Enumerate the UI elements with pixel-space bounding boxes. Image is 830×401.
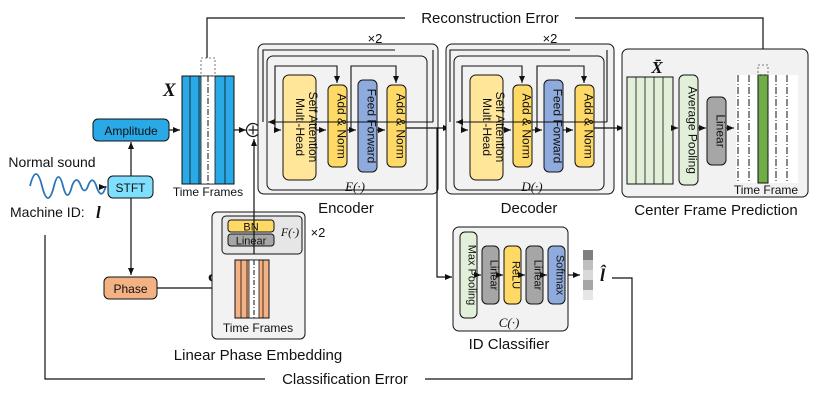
svg-text:×2: ×2 [368,31,383,46]
svg-text:Multi-Head: Multi-Head [480,98,494,156]
svg-text:Feed Forward: Feed Forward [551,89,565,164]
svg-text:×2: ×2 [543,31,558,46]
svg-text:Feed Forward: Feed Forward [365,89,379,164]
encoder-title: Encoder [318,200,374,217]
linear-f-label: Linear [236,236,267,248]
encoder-block: ×2 Multi-Head Self Attention Add & Norm … [257,31,439,195]
svg-text:X̄: X̄ [650,58,663,77]
id-classifier-title: ID Classifier [469,336,550,353]
amplitude-block: Amplitude [92,118,170,142]
input-section: Normal sound Machine ID: l [8,154,107,222]
svg-text:Add & Norm: Add & Norm [520,93,534,158]
svg-text:Time Frames: Time Frames [223,321,293,335]
svg-text:Max Pooling: Max Pooling [466,245,478,306]
svg-text:Time Frame: Time Frame [734,183,799,197]
svg-text:Add & Norm: Add & Norm [335,93,349,158]
svg-text:STFT: STFT [116,181,147,195]
normal-sound-label: Normal sound [8,154,95,170]
svg-text:Add & Norm: Add & Norm [582,93,596,158]
svg-text:Amplitude: Amplitude [104,124,158,138]
svg-text:C(·): C(·) [499,315,520,330]
svg-text:Phase: Phase [113,282,147,296]
svg-text:Average Pooling: Average Pooling [686,86,700,174]
bn-label: BN [243,222,258,234]
classification-error-path: Classification Error [44,235,633,388]
waveform-icon [29,173,107,199]
svg-text:×2: ×2 [311,225,326,240]
decoder-block: ×2 Multi-Head Self Attention Add & Norm … [445,31,615,195]
reconstruction-error-label: Reconstruction Error [421,10,559,27]
svg-text:X: X [162,80,177,101]
machine-id-symbol: l [96,203,101,222]
l-hat-symbol: l̂ [600,264,607,285]
svg-text:E(·): E(·) [344,179,365,194]
svg-text:D(·): D(·) [520,179,542,194]
center-frame-prediction-block: X̄ Average Pooling Linear Time Frame [621,48,809,198]
machine-id-label: Machine ID: [10,204,85,220]
linear-phase-embedding: BN Linear F(·) ×2 Time Frames [211,211,326,340]
stft-block: STFT [107,175,154,199]
x-spectrogram: X Time Frames [162,57,243,199]
decoder-title: Decoder [501,200,558,217]
center-frame-prediction-title: Center Frame Prediction [634,202,797,219]
linear-phase-embedding-title: Linear Phase Embedding [174,347,342,364]
svg-text:Self Attention: Self Attention [493,92,507,163]
svg-text:Linear: Linear [532,260,544,291]
svg-text:Linear: Linear [714,114,728,147]
svg-text:Softmax: Softmax [554,255,566,296]
id-classifier-block: Max Pooling Linear ReLU Linear Softmax C… [452,226,569,332]
svg-text:Multi-Head: Multi-Head [293,98,307,156]
svg-text:Linear: Linear [488,260,500,291]
classification-error-label: Classification Error [282,371,408,388]
svg-text:ReLU: ReLU [510,261,522,289]
svg-text:Time Frames: Time Frames [173,185,243,199]
svg-text:Self Attention: Self Attention [306,92,320,163]
svg-text:Add & Norm: Add & Norm [394,93,408,158]
id-output-vector [583,250,593,300]
svg-text:F(·): F(·) [280,225,299,239]
phase-block: Phase [103,276,158,300]
